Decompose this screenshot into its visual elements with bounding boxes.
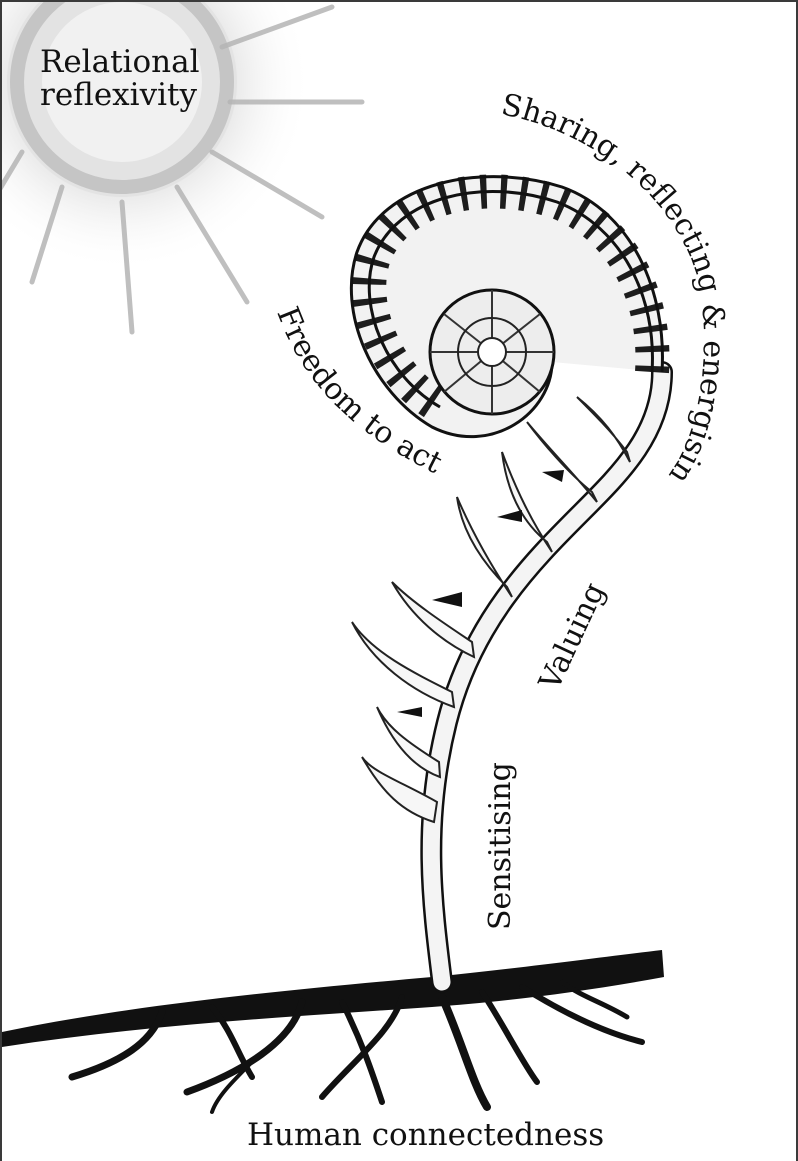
label-valuing: Valuing <box>532 577 612 696</box>
roots <box>2 950 664 1112</box>
sun-label-line-1: Relational <box>40 46 199 79</box>
sun-label-line-2: reflexivity <box>40 79 199 112</box>
label-human-connectedness: Human connectedness <box>247 1119 604 1152</box>
label-sensitising: Sensitising <box>483 762 518 930</box>
label-relational-reflexivity: Relational reflexivity <box>40 46 199 111</box>
fiddlehead-spiral <box>351 177 662 437</box>
